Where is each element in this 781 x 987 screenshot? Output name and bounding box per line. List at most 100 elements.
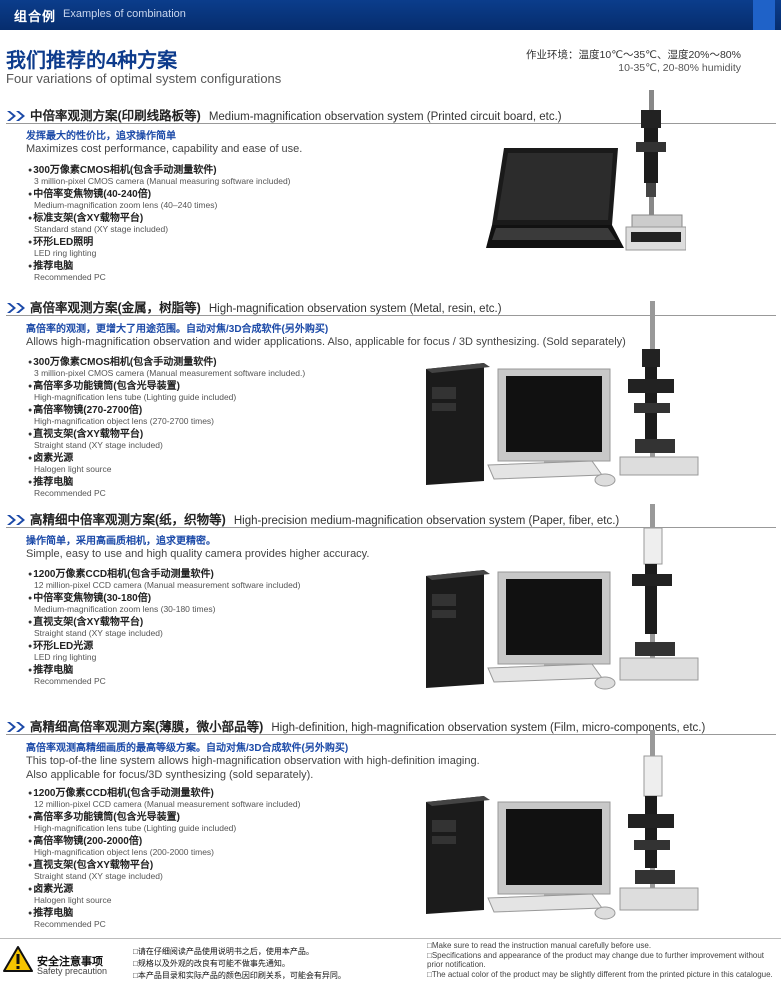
spec-cn: 推荐电脑 <box>28 477 305 488</box>
top-bar: 组合例 Examples of combination <box>0 0 781 30</box>
spec-en: Recommended PC <box>34 272 106 282</box>
page-tab <box>753 0 775 30</box>
section-title-cn: 高倍率观测方案(金属，树脂等) <box>30 301 201 315</box>
note-line: □The actual color of the product may be … <box>427 969 773 979</box>
spec-cn: 中倍率变焦物镜(40-240倍) <box>28 189 291 200</box>
section-title-en: High-precision medium-magnification obse… <box>233 515 620 527</box>
warning-icon <box>3 946 33 972</box>
header-title-cn: 组合例 <box>14 9 57 24</box>
spec-en: 12 million-pixel CCD camera (Manual meas… <box>34 799 301 809</box>
spec-item: 300万像素CMOS相机(包含手动测量软件)3 million-pixel CM… <box>28 357 305 378</box>
spec-cn: 1200万像素CCD相机(包含手动测量软件) <box>28 788 300 799</box>
note-line: □Specifications and appearance of the pr… <box>427 950 765 960</box>
spec-cn: 高倍率多功能镜筒(包含光导装置) <box>28 381 305 392</box>
footer-divider <box>0 938 781 939</box>
spec-list: 300万像素CMOS相机(包含手动测量软件)3 million-pixel CM… <box>28 165 291 285</box>
spec-en: LED ring lighting <box>34 652 97 662</box>
spec-list: 1200万像素CCD相机(包含手动测量软件)12 million-pixel C… <box>28 569 300 689</box>
spec-item: 1200万像素CCD相机(包含手动测量软件)12 million-pixel C… <box>28 569 300 590</box>
section-pitch-en: Allows high-magnification observation an… <box>26 335 626 349</box>
header-title-en: Examples of combination <box>63 8 186 20</box>
spec-cn: 300万像素CMOS相机(包含手动测量软件) <box>28 165 291 176</box>
double-chevron-icon <box>7 721 25 732</box>
section-title: 中倍率观测方案(印刷线路板等) Medium-magnification obse… <box>6 105 562 125</box>
spec-en: 12 million-pixel CCD camera (Manual meas… <box>34 580 301 590</box>
spec-en: Recommended PC <box>34 919 106 929</box>
double-chevron-icon <box>7 110 25 121</box>
section-pitch-en: This top-of-the line system allows high-… <box>26 754 480 782</box>
section-divider <box>6 734 776 735</box>
spec-cn: 高倍率物镜(270-2700倍) <box>28 405 305 416</box>
spec-cn: 直视支架(含XY载物平台) <box>28 617 300 628</box>
spec-cn: 推荐电脑 <box>28 908 300 919</box>
section-pitch-en: Simple, easy to use and high quality cam… <box>26 547 369 561</box>
spec-en: 3 million-pixel CMOS camera (Manual meas… <box>34 368 306 378</box>
pitch-line: Allows high-magnification observation an… <box>26 336 626 348</box>
pc-microscope-illustration <box>426 301 699 487</box>
page-subtitle: Four variations of optimal system config… <box>6 71 282 86</box>
spec-list: 300万像素CMOS相机(包含手动测量软件)3 million-pixel CM… <box>28 357 305 501</box>
section-title: 高倍率观测方案(金属，树脂等) High-magnification observ… <box>6 297 502 317</box>
spec-en: Recommended PC <box>34 676 106 686</box>
spec-en: Standard stand (XY stage included) <box>34 224 169 234</box>
section-divider <box>6 527 776 528</box>
spec-en: Halogen light source <box>34 895 112 905</box>
spec-cn: 1200万像素CCD相机(包含手动测量软件) <box>28 569 300 580</box>
spec-en: High-magnification object lens (270-2700… <box>34 416 215 426</box>
safety-title-en: Safety precaution <box>37 966 108 976</box>
spec-cn: 推荐电脑 <box>28 665 300 676</box>
spec-en: Recommended PC <box>34 488 106 498</box>
section-pitch-cn: 高倍率观测高精细画质的最高等级方案。自动对焦/3D合成软件(另外购买) <box>26 743 349 754</box>
spec-en: High-magnification object lens (200-2000… <box>34 847 215 857</box>
spec-item: 直视支架(包含XY载物平台)Straight stand (XY stage i… <box>28 860 300 881</box>
section-title-en: High-definition, high-magnification obse… <box>271 722 706 734</box>
section-title-en: Medium-magnification observation system … <box>208 111 562 123</box>
safety-notes-en: □Make sure to read the instruction manua… <box>427 941 777 979</box>
spec-item: 直视支架(含XY载物平台)Straight stand (XY stage in… <box>28 617 300 638</box>
spec-item: 1200万像素CCD相机(包含手动测量软件)12 million-pixel C… <box>28 788 300 809</box>
section-title-cn: 高精细高倍率观测方案(薄膜，微小部品等) <box>30 720 264 734</box>
spec-en: 3 million-pixel CMOS camera (Manual meas… <box>34 176 291 186</box>
spec-en: LED ring lighting <box>34 248 97 258</box>
pitch-line: Also applicable for focus/3D synthesizin… <box>26 769 314 781</box>
double-chevron-icon <box>7 302 25 313</box>
spec-item: 标准支架(含XY载物平台)Standard stand (XY stage in… <box>28 213 291 234</box>
section-divider <box>6 123 776 124</box>
spec-cn: 高倍率多功能镜筒(包含光导装置) <box>28 812 300 823</box>
section-title: 高精细中倍率观测方案(纸，织物等)High-precision medium-m… <box>6 509 619 529</box>
note-line: prior notification. <box>427 960 486 969</box>
pitch-line: This top-of-the line system allows high-… <box>26 755 480 767</box>
page-title: 我们推荐的4种方案 <box>6 50 178 72</box>
section-pitch-cn: 操作简单，采用高画质相机，追求更精密。 <box>26 536 216 547</box>
section-title-cn: 中倍率观测方案(印刷线路板等) <box>30 109 201 123</box>
spec-en: High-magnification lens tube (Lighting g… <box>34 823 237 833</box>
section-pitch-cn: 高倍率的观测，更增大了用途范围。自动对焦/3D合成软件(另外购买) <box>26 324 329 335</box>
note-line: □请在仔细阅读产品使用说明书之后，使用本产品。 <box>133 947 314 956</box>
pc-microscope-illustration <box>426 504 699 690</box>
note-line: □Make sure to read the instruction manua… <box>427 941 652 950</box>
section-title-en: High-magnification observation system (M… <box>208 303 502 315</box>
pitch-line: Simple, easy to use and high quality cam… <box>26 548 370 560</box>
spec-item: 中倍率变焦物镜(40-240倍)Medium-magnification zoo… <box>28 189 291 210</box>
spec-en: Halogen light source <box>34 464 112 474</box>
pitch-line: Maximizes cost performance, capability a… <box>26 143 303 155</box>
spec-cn: 环形LED光源 <box>28 641 300 652</box>
spec-cn: 直视支架(含XY载物平台) <box>28 429 305 440</box>
safety-title-cn: 安全注意事项 <box>37 956 103 968</box>
double-chevron-icon <box>7 514 25 525</box>
spec-cn: 中倍率变焦物镜(30-180倍) <box>28 593 300 604</box>
pc-microscope-illustration <box>426 730 699 920</box>
spec-cn: 卤素光源 <box>28 884 300 895</box>
spec-en: Straight stand (XY stage included) <box>34 871 163 881</box>
environment-cn: 作业环境：温度10℃～35℃、湿度20%～80% <box>526 49 741 61</box>
spec-en: Medium-magnification zoom lens (40–240 t… <box>34 200 218 210</box>
laptop-microscope-illustration <box>486 90 686 251</box>
section-title: 高精细高倍率观测方案(薄膜，微小部品等) High-definition, hig… <box>6 716 705 736</box>
